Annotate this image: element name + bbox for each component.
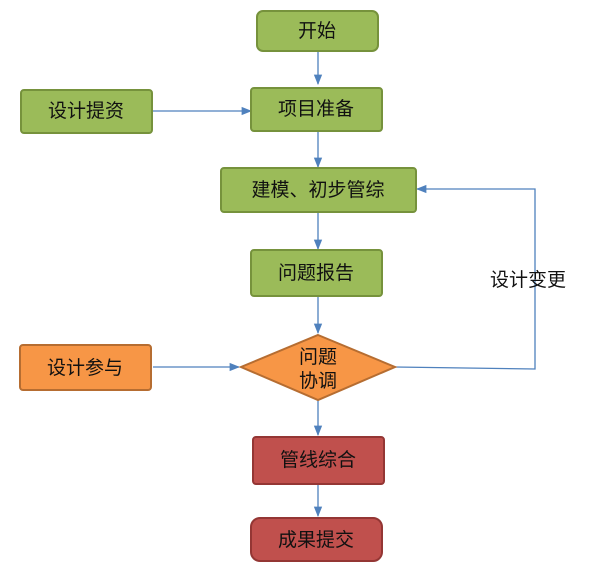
loop-label: 设计变更	[490, 269, 566, 291]
node-coordinate-label-line2: 协调	[299, 370, 337, 392]
node-design-submit: 设计提资	[20, 89, 153, 134]
node-report: 问题报告	[250, 249, 383, 297]
node-prepare-label: 项目准备	[278, 98, 354, 120]
node-design-participate: 设计参与	[19, 344, 152, 391]
node-start-label: 开始	[298, 20, 336, 42]
node-deliver-label: 成果提交	[278, 529, 354, 551]
node-coordinate-decision: 问题 协调	[238, 333, 398, 402]
node-report-label: 问题报告	[278, 262, 354, 284]
node-start: 开始	[256, 10, 379, 52]
edge-coordinate-loop-to-modeling	[394, 184, 536, 370]
node-pipe-synthesis-label: 管线综合	[280, 449, 356, 471]
node-modeling-label: 建模、初步管综	[251, 179, 384, 201]
node-modeling: 建模、初步管综	[220, 167, 417, 213]
node-prepare: 项目准备	[250, 87, 383, 132]
node-design-submit-label: 设计提资	[48, 100, 124, 122]
node-deliver: 成果提交	[250, 517, 383, 562]
node-coordinate-label-line1: 问题	[299, 346, 337, 368]
node-pipe-synthesis: 管线综合	[252, 436, 385, 485]
node-design-participate-label: 设计参与	[47, 357, 123, 379]
